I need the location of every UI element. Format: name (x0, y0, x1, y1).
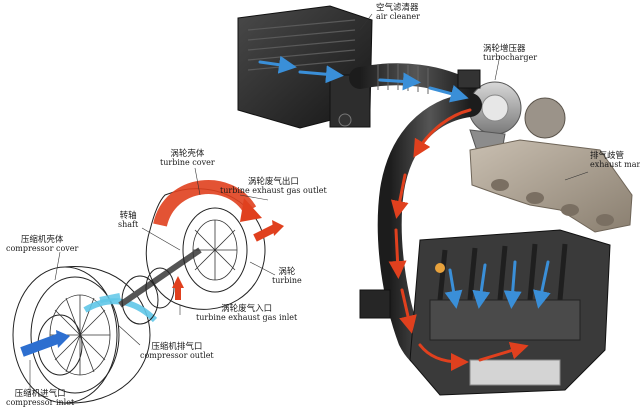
compressor-cover-label: 压缩机壳体 compressor cover (6, 235, 79, 254)
shaft-label: 转轴 shaft (118, 211, 139, 230)
turbine-cover-label: 涡轮壳体 turbine cover (160, 149, 215, 168)
compressor-cover-drawing (12, 266, 151, 404)
leader-lines (29, 13, 589, 395)
turbine-label: 涡轮 turbine (272, 267, 302, 286)
charge-airflow-arrows (388, 108, 529, 371)
air-cleaner-label: 空气滤清器 air cleaner (376, 3, 420, 22)
compressor-inlet-label: 压缩机进气口 compressor inlet (6, 389, 75, 408)
exhaust-manifold-label: 排气歧管 exhaust manifold (590, 151, 640, 170)
turbine-exhaust-inlet-label: 涡轮废气入口 turbine exhaust gas inlet (196, 304, 298, 323)
exhaust-flow-cutaway (153, 180, 284, 300)
intake-pipe (349, 63, 481, 103)
air-cleaner-box (237, 5, 373, 129)
turbocharger-unit (457, 69, 566, 163)
compressor-outlet-label: 压缩机排气口 compressor outlet (140, 342, 214, 361)
exhaust-manifold (469, 139, 633, 233)
turbine-exhaust-outlet-label: 涡轮废气出口 turbine exhaust gas outlet (220, 177, 327, 196)
turbocharger-label: 涡轮增压器 turbocharger (483, 44, 538, 63)
intake-airflow-arrows (258, 55, 551, 309)
turbine-wheel (192, 219, 238, 281)
shaft-drawing (118, 247, 202, 325)
